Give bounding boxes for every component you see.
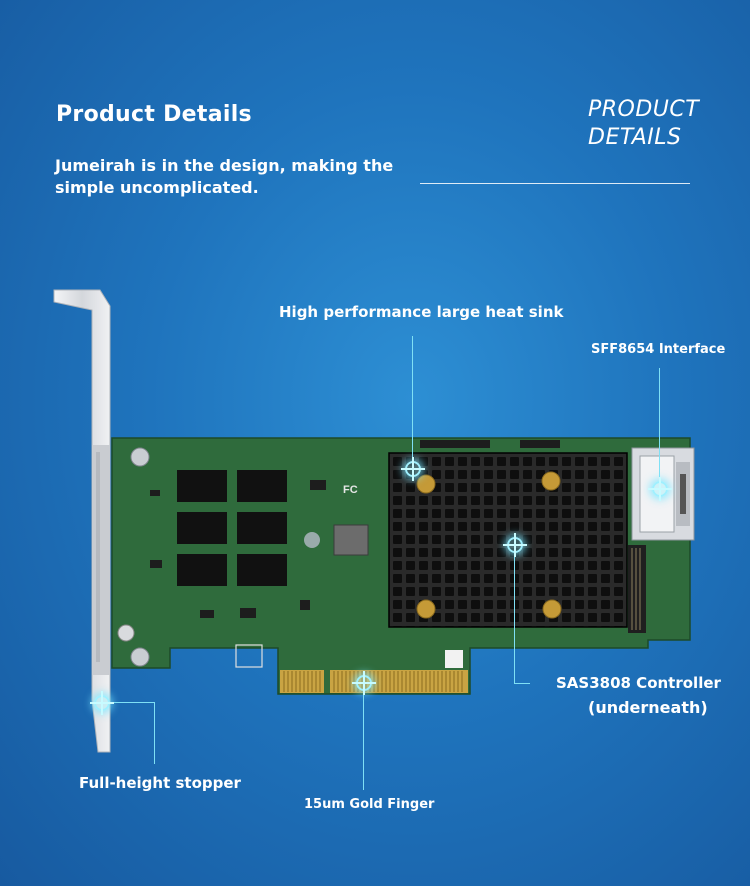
sff8654-connector bbox=[631, 447, 695, 541]
heat-sink-label: High performance large heat sink bbox=[279, 303, 564, 321]
controller-target-icon bbox=[503, 533, 527, 557]
sas-leader-h bbox=[514, 683, 530, 684]
ukca-mark bbox=[235, 644, 263, 668]
stopper-label: Full-height stopper bbox=[79, 774, 241, 792]
heatsink-target-icon bbox=[401, 457, 425, 481]
memory-chips bbox=[177, 470, 287, 586]
page-subtitle: Jumeirah is in the design, making the si… bbox=[55, 156, 394, 197]
sff-interface-label: SFF8654 Interface bbox=[591, 342, 726, 357]
sff-target-icon bbox=[648, 477, 672, 501]
sff-leader bbox=[659, 368, 660, 488]
side-title: PRODUCT DETAILS bbox=[588, 97, 700, 150]
heatsink-leader bbox=[412, 336, 413, 469]
gold-leader bbox=[363, 682, 364, 790]
gold-finger-label: 15um Gold Finger bbox=[304, 797, 435, 812]
stopper-target-icon bbox=[90, 691, 114, 715]
gold-finger-target-icon bbox=[352, 671, 376, 695]
sas-controller-note: (underneath) bbox=[588, 698, 708, 717]
stopper-leader-h bbox=[101, 702, 154, 703]
sas-controller-label: SAS3808 Controller bbox=[556, 674, 721, 692]
sas-leader-v bbox=[514, 545, 515, 683]
side-divider bbox=[420, 183, 690, 184]
stopper-leader-v bbox=[154, 702, 155, 764]
qr-sticker bbox=[445, 650, 463, 668]
bracket bbox=[53, 289, 111, 753]
page-title: Product Details bbox=[56, 102, 252, 127]
fc-mark: FC bbox=[343, 484, 358, 496]
